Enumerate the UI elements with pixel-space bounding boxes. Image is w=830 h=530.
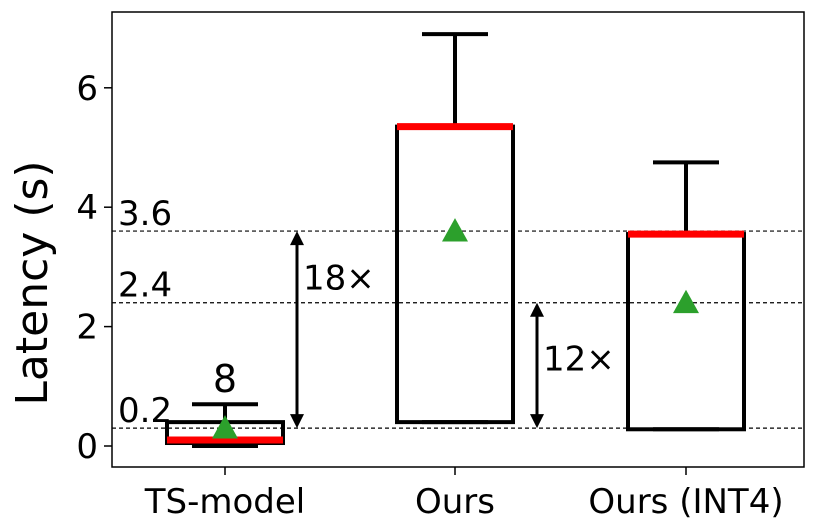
ratio-label-1: 12× — [543, 339, 615, 379]
ratio-arrow-head-top-1 — [530, 302, 544, 317]
box-rect-2 — [626, 232, 746, 432]
box-0: 8 — [165, 357, 285, 448]
y-tick-label-3: 6 — [76, 69, 98, 109]
mean-marker-0 — [212, 415, 238, 439]
ratio-arrow-1: 12× — [530, 302, 615, 429]
box-1 — [395, 32, 515, 425]
reference-line-label-2: 0.2 — [118, 391, 172, 431]
y-axis-label: Latency (s) — [7, 160, 58, 405]
reference-line-label-0: 3.6 — [118, 194, 172, 234]
box-rect-1 — [395, 124, 515, 425]
x-tick-label-2: Ours (INT4) — [588, 482, 783, 522]
flier-label-0: 8 — [213, 357, 237, 401]
mean-marker-1 — [442, 218, 468, 242]
ratio-arrow-0: 18× — [290, 231, 375, 429]
y-tick-label-1: 2 — [76, 308, 98, 348]
plot-layer: 3.6 2.4 0.2 8 18× 12× 0 2 4 6TS-model Ours Ours (IN… — [76, 11, 805, 522]
ratio-arrow-head-bottom-0 — [290, 414, 304, 429]
ratio-arrow-head-top-0 — [290, 231, 304, 246]
x-tick-label-0: TS-model — [144, 482, 306, 522]
ratio-label-0: 18× — [303, 259, 375, 299]
reference-line-label-1: 2.4 — [118, 266, 172, 306]
ratio-arrow-head-bottom-1 — [530, 414, 544, 429]
mean-marker-2 — [673, 289, 699, 314]
x-tick-label-1: Ours — [415, 482, 495, 522]
y-tick-label-0: 0 — [76, 427, 98, 467]
plot-frame — [111, 11, 805, 468]
box-2 — [626, 160, 746, 432]
y-tick-label-2: 4 — [76, 188, 98, 228]
